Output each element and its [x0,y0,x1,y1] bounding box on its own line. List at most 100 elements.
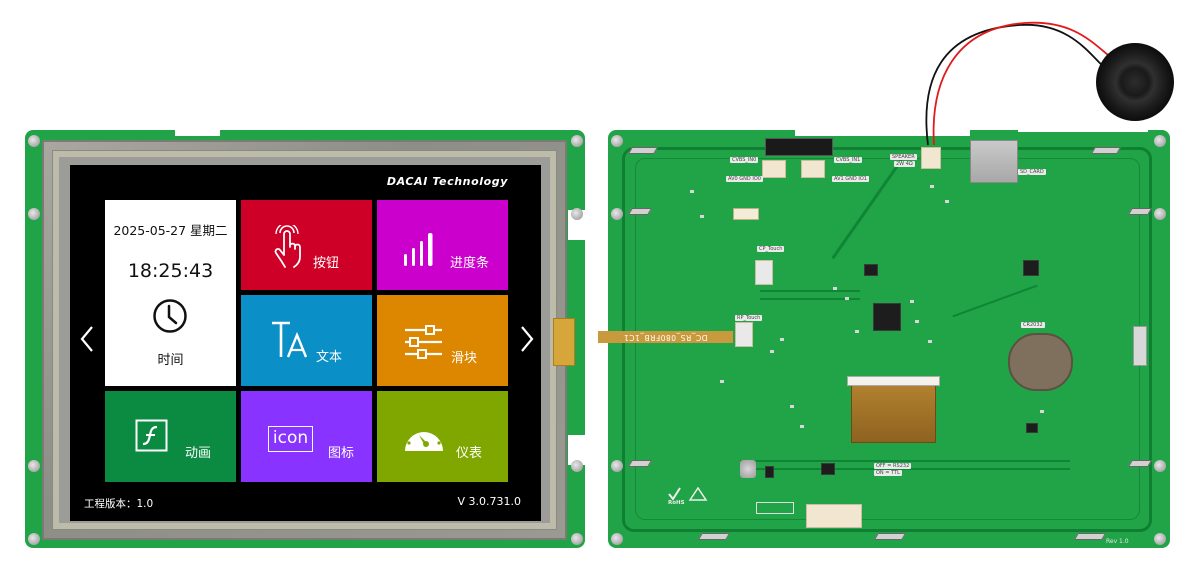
mount-hole [28,460,40,472]
hand-tap-icon [274,225,301,268]
project-version: 工程版本：1.0 [84,498,154,510]
tile-icon[interactable]: icon 图标 [241,391,372,482]
mount-hole [1154,533,1166,545]
smd-component [780,338,784,341]
tile-text-label: 文本 [316,350,343,365]
silk-av-gnd-0: AV0 GND IO0 [726,176,763,182]
lcd-fpc-cable [851,378,936,443]
mount-hole [571,208,583,220]
chevron-right-icon[interactable] [519,325,535,353]
smd-component [845,297,849,300]
tile-animation-label: 动画 [185,446,212,461]
pcb-notch [568,435,588,465]
metal-clip [627,147,659,154]
text-ta-icon [272,321,308,358]
time-text: 18:25:43 [127,260,214,282]
silk-uart-on: ON = TTL [874,470,902,476]
metal-clip [627,460,653,467]
brand-title: DACAI Technology [386,175,508,188]
tile-text[interactable]: 文本 [241,295,372,386]
flash-animation-icon [135,419,168,452]
clock-icon [153,299,187,333]
smd-component [700,215,704,218]
pin-header [765,138,833,156]
tile-time[interactable]: 2025-05-27 星期二 18:25:43 时间 [105,200,236,386]
tile-slider-label: 滑块 [451,351,478,366]
touch-flex-connector [553,318,575,366]
battery-holder [1008,333,1073,391]
smd-component [690,190,694,193]
speaker-wire [925,21,1109,146]
tile-button-label: 按钮 [313,256,340,271]
smd-component [910,300,914,303]
smd-component [833,287,837,290]
cp-touch-connector [755,260,773,285]
tile-animation[interactable]: 动画 [105,391,236,482]
pcb-trace [740,460,1070,462]
smd-component [770,350,774,353]
ic-chip [821,463,835,475]
tile-button[interactable]: 按钮 [241,200,372,290]
smd-component [720,380,724,383]
tile-slider[interactable]: 滑块 [377,295,508,386]
silk-rp-touch: RP_Touch [735,315,763,321]
pcb-notch [175,128,220,136]
mount-hole [1154,135,1166,147]
tile-progress-bar[interactable]: 进度条 [377,200,508,290]
smd-component [790,405,794,408]
pcb-notch [1018,128,1148,132]
capacitor [740,460,756,478]
silk-cp-touch: CP_Touch [757,246,785,252]
sliders-icon [405,325,442,359]
silk-speaker: SPEAKER [890,154,917,160]
smd-component [1040,410,1044,413]
lcd-fpc-connector [847,376,940,386]
speaker-connector [921,147,941,169]
silk-sd-card: SD_CARD [1018,169,1046,175]
mount-hole [571,135,583,147]
time-label: 时间 [157,353,184,368]
chevron-left-icon[interactable] [79,325,95,353]
smd-component [915,320,919,323]
lcd-screen: DACAI Technology 2025-05-27 星期二 18:25:43… [70,165,541,521]
crystal [733,208,759,220]
mount-hole [611,135,623,147]
tile-progress-bar-label: 进度条 [450,256,490,271]
firmware-version: V 3.0.731.0 [457,495,521,508]
silk-battery: CR2032 [1021,322,1045,328]
mount-hole [1154,460,1166,472]
smd-component [928,340,932,343]
mount-hole [28,135,40,147]
inductor [765,466,774,478]
cvbs-connector-0 [762,160,786,178]
rp-touch-connector [735,322,753,347]
tile-gauge[interactable]: 仪表 [377,391,508,482]
smd-component [930,185,934,188]
cvbs-connector-1 [801,160,825,178]
silk-speaker-spec: 2W 4Ω [894,161,915,167]
date-text: 2025-05-27 星期二 [113,223,228,238]
smd-component [855,330,859,333]
pcb-trace [760,290,860,292]
inductor [1023,260,1039,276]
sd-card-slot[interactable] [970,140,1018,183]
pcb-trace [740,468,1070,470]
mount-hole [28,208,40,220]
mount-hole [28,533,40,545]
metal-clip [697,533,731,540]
ic-chip [864,264,878,276]
metal-clip [1073,533,1107,540]
ic-chip [1026,423,1038,433]
tile-gauge-label: 仪表 [456,446,483,461]
mcu-chip [873,303,901,331]
silk-cvbs-in1: CVBS_IN1 [834,157,863,163]
mount-hole [611,208,623,220]
smd-component [800,425,804,428]
pcb-trace [760,298,860,300]
mount-hole [611,533,623,545]
gauge-icon [405,426,443,451]
silk-revision: Rev 1.0 [1106,538,1129,545]
mount-hole [571,533,583,545]
metal-clip [1127,208,1153,215]
mount-hole [611,460,623,472]
